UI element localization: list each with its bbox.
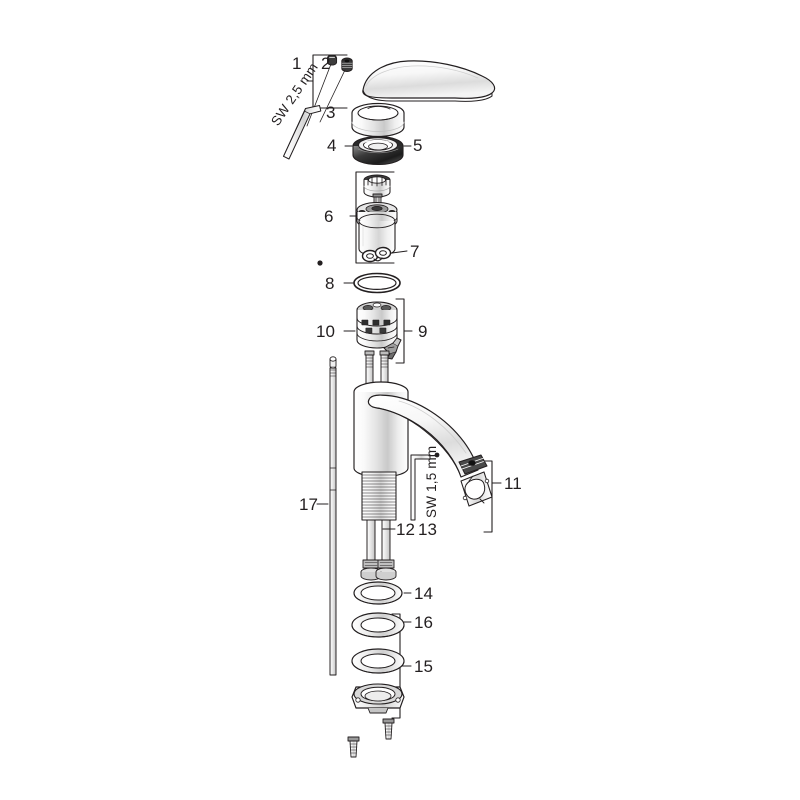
tool-allen-key-2-5mm bbox=[283, 105, 322, 160]
part-mounting-screw-b bbox=[347, 736, 360, 758]
part-handle-collar bbox=[351, 102, 405, 138]
part-supply-hoses-12-13 bbox=[360, 519, 397, 581]
callout-17: 17 bbox=[299, 495, 318, 514]
part-gasket-16 bbox=[351, 612, 405, 638]
callout-10: 10 bbox=[316, 322, 335, 341]
bracket-group-6 bbox=[349, 171, 395, 264]
callout-7: 7 bbox=[410, 242, 420, 261]
tool-label-sw-1-5mm: SW 1,5 mm bbox=[424, 445, 439, 518]
bracket-group-9 bbox=[395, 298, 413, 364]
tool-allen-key-1-5mm bbox=[410, 454, 431, 521]
callout-16: 16 bbox=[414, 613, 433, 632]
callout-11: 11 bbox=[504, 474, 522, 493]
part-mounting-plate bbox=[351, 683, 405, 714]
callout-13: 13 bbox=[418, 520, 437, 539]
part-washer-14 bbox=[353, 581, 403, 605]
callout-2: 2 bbox=[321, 54, 331, 73]
part-mounting-screw-a bbox=[382, 718, 395, 740]
callout-1: 1 bbox=[292, 54, 302, 73]
callout-14: 14 bbox=[414, 584, 433, 603]
part-spline-adapter bbox=[363, 174, 391, 198]
callout-6: 6 bbox=[324, 207, 334, 226]
part-sleeve-nut-4-5 bbox=[352, 135, 404, 166]
part-pull-rod-17 bbox=[329, 356, 337, 676]
callout-3: 3 bbox=[326, 103, 336, 122]
part-cartridge-6 bbox=[356, 193, 398, 257]
part-threaded-shank bbox=[361, 471, 397, 521]
callout-9: 9 bbox=[418, 322, 428, 341]
part-lever-handle bbox=[362, 60, 496, 102]
part-set-screw-3 bbox=[341, 57, 353, 72]
callout-4: 4 bbox=[327, 136, 337, 155]
leader-2 bbox=[306, 63, 332, 127]
leader-7 bbox=[391, 250, 408, 254]
leader-3 bbox=[319, 69, 346, 123]
callout-8: 8 bbox=[325, 274, 335, 293]
part-seal-pair-7 bbox=[361, 246, 392, 263]
part-o-ring-8 bbox=[353, 272, 401, 294]
part-grub-screw-2 bbox=[326, 54, 338, 66]
part-faucet-body bbox=[353, 381, 488, 478]
callout-15: 15 bbox=[414, 657, 433, 676]
callout-12: 12 bbox=[396, 520, 415, 539]
reference-dot-2 bbox=[434, 452, 440, 458]
callout-5: 5 bbox=[413, 136, 423, 155]
part-valve-unit-10 bbox=[356, 301, 398, 349]
part-gasket-15 bbox=[351, 648, 405, 674]
part-aerator-key-11 bbox=[460, 471, 493, 507]
reference-dot bbox=[317, 260, 323, 266]
